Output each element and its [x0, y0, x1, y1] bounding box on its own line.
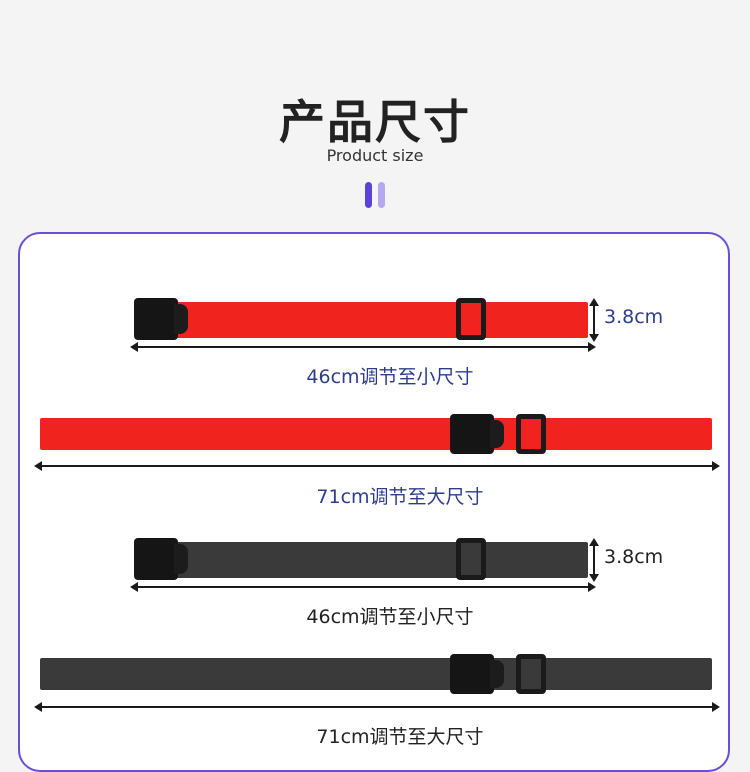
strap-webbing — [136, 302, 588, 338]
title-decoration — [365, 182, 389, 208]
strap-webbing — [40, 658, 712, 690]
length-arrow — [130, 342, 596, 352]
length-label: 71cm调节至大尺寸 — [316, 486, 484, 508]
length-label: 46cm调节至小尺寸 — [306, 366, 474, 388]
width-arrow — [589, 298, 599, 342]
buckle-icon — [450, 654, 504, 694]
width-label: 3.8cm — [604, 306, 664, 328]
buckle-icon — [450, 414, 504, 454]
strap-webbing — [136, 542, 588, 578]
page-title: 产品尺寸 — [279, 95, 471, 149]
buckle-icon — [134, 538, 188, 580]
length-arrow — [34, 461, 720, 471]
width-label: 3.8cm — [604, 546, 664, 568]
adjuster-loop-icon — [456, 298, 486, 340]
decoration-bar-dark — [365, 182, 372, 208]
page-subtitle: Product size — [326, 146, 424, 165]
header: 产品尺寸 Product size — [0, 0, 750, 230]
decoration-bar-light — [378, 182, 385, 208]
length-label: 71cm调节至大尺寸 — [316, 726, 484, 748]
buckle-icon — [134, 298, 188, 340]
length-arrow — [130, 582, 596, 592]
adjuster-loop-icon — [516, 414, 546, 454]
size-card: 3.8cm 46cm调节至小尺寸 71cm调节至大尺寸 3.8cm 46cm调节… — [18, 232, 730, 772]
width-arrow — [589, 538, 599, 582]
adjuster-loop-icon — [516, 654, 546, 694]
length-label: 46cm调节至小尺寸 — [306, 606, 474, 628]
adjuster-loop-icon — [456, 538, 486, 580]
strap-webbing — [40, 418, 712, 450]
length-arrow — [34, 702, 720, 712]
